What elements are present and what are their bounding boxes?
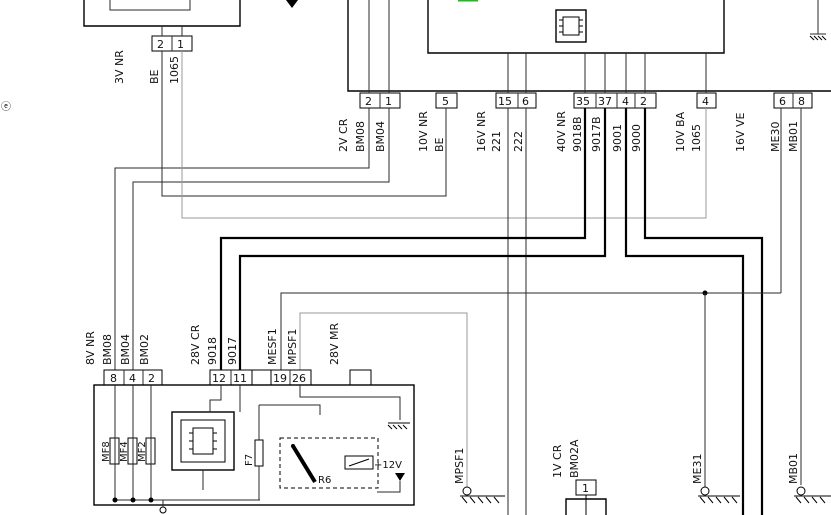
main-pin-6b: 6 (779, 95, 786, 108)
label-9000: 9000 (630, 124, 643, 152)
label-bm04-top: BM04 (374, 121, 387, 152)
label-mesf1: MESF1 (266, 328, 279, 365)
top-left-component: 2 1 3V NR BE 1065 (83, 0, 241, 84)
margin-glyph: ⓔ (1, 101, 11, 113)
ground-label-mpsf1: MPSF1 (453, 448, 466, 484)
label-1vcr: 1V CR (551, 444, 564, 478)
lower-connectors: 8 4 2 12 11 19 26 (103, 369, 372, 386)
label-9017: 9017 (226, 337, 239, 365)
main-pin-15: 15 (498, 95, 512, 108)
label-16vnr: 16V NR (475, 111, 488, 152)
label-9018b: 9018B (571, 116, 584, 152)
main-pin-8: 8 (798, 95, 805, 108)
lower-pin-2: 2 (148, 372, 155, 385)
label-bm02a: BM02A (568, 439, 581, 478)
label-mpsf1: MPSF1 (286, 329, 299, 365)
label-1065-main: 1065 (690, 124, 703, 152)
ecu-pin-stubs (368, 0, 707, 93)
label-me30: ME30 (769, 122, 782, 152)
lower-pin-12: 12 (212, 372, 226, 385)
lower-pin-11: 11 (233, 372, 247, 385)
lower-module: MF8 MF4 MF2 F7 R6 +12V (93, 384, 415, 514)
lower-pin-4: 4 (129, 372, 136, 385)
bottom-connector: 1V CR BM02A 1 (551, 439, 607, 515)
label-222: 222 (512, 131, 525, 152)
ground-label-me31: ME31 (691, 454, 704, 484)
tl-label-1065: 1065 (168, 56, 181, 84)
tl-pin-1: 1 (177, 38, 184, 51)
fuse-f7: F7 (244, 454, 255, 466)
tl-label-3vnr: 3V NR (113, 50, 126, 84)
supply-12v: +12V (374, 460, 402, 471)
relay-r6: R6 (318, 475, 331, 486)
main-ecu (347, 0, 831, 92)
label-bm08-top: BM08 (354, 121, 367, 152)
main-pin-4b: 4 (702, 95, 709, 108)
wires (114, 51, 802, 515)
label-10vnr: 10V NR (417, 111, 430, 152)
grounds: MPSF1 ME31 MB01 (453, 448, 831, 504)
fuse-mf8: MF8 (101, 441, 112, 462)
main-pin-4: 4 (622, 95, 629, 108)
main-connector: 2 1 5 15 6 35 37 4 2 4 6 8 (359, 92, 813, 109)
label-9017b: 9017B (590, 116, 603, 152)
label-9001: 9001 (611, 124, 624, 152)
lower-pin-26: 26 (292, 372, 306, 385)
main-pin-1: 1 (385, 95, 392, 108)
fuse-mf4: MF4 (119, 441, 130, 462)
lower-connector-labels: 8V NR BM08 BM04 BM02 28V CR 9018 9017 ME… (84, 322, 341, 365)
main-pin-37: 37 (598, 95, 612, 108)
label-2vcr: 2V CR (337, 118, 350, 152)
bottom-pin-1: 1 (582, 482, 589, 495)
label-bm08: BM08 (101, 334, 114, 365)
label-bm02: BM02 (138, 334, 151, 365)
ground-label-mb01: MB01 (787, 453, 800, 484)
label-28vmr: 28V MR (328, 322, 341, 365)
main-pin-5: 5 (442, 95, 449, 108)
label-16vve: 16V VE (734, 112, 747, 152)
lower-pin-19: 19 (273, 372, 287, 385)
label-8vnr: 8V NR (84, 331, 97, 365)
tl-label-be: BE (148, 69, 161, 84)
label-be-main: BE (433, 137, 446, 152)
lower-pin-8: 8 (110, 372, 117, 385)
main-connector-labels: 2V CR BM08 BM04 10V NR BE 16V NR 221 222… (337, 111, 800, 152)
label-bm04: BM04 (119, 334, 132, 365)
label-40vnr: 40V NR (555, 111, 568, 152)
label-10vba: 10V BA (674, 111, 687, 152)
main-pin-6: 6 (522, 95, 529, 108)
corner-mark (286, 0, 298, 8)
main-pin-2: 2 (365, 95, 372, 108)
label-9018: 9018 (206, 337, 219, 365)
tl-pin-2: 2 (157, 38, 164, 51)
label-221: 221 (490, 131, 503, 152)
label-28vcr: 28V CR (189, 324, 202, 365)
label-mb01: MB01 (787, 121, 800, 152)
fuse-mf2: MF2 (137, 441, 148, 462)
main-pin-2b: 2 (640, 95, 647, 108)
main-pin-35: 35 (576, 95, 590, 108)
